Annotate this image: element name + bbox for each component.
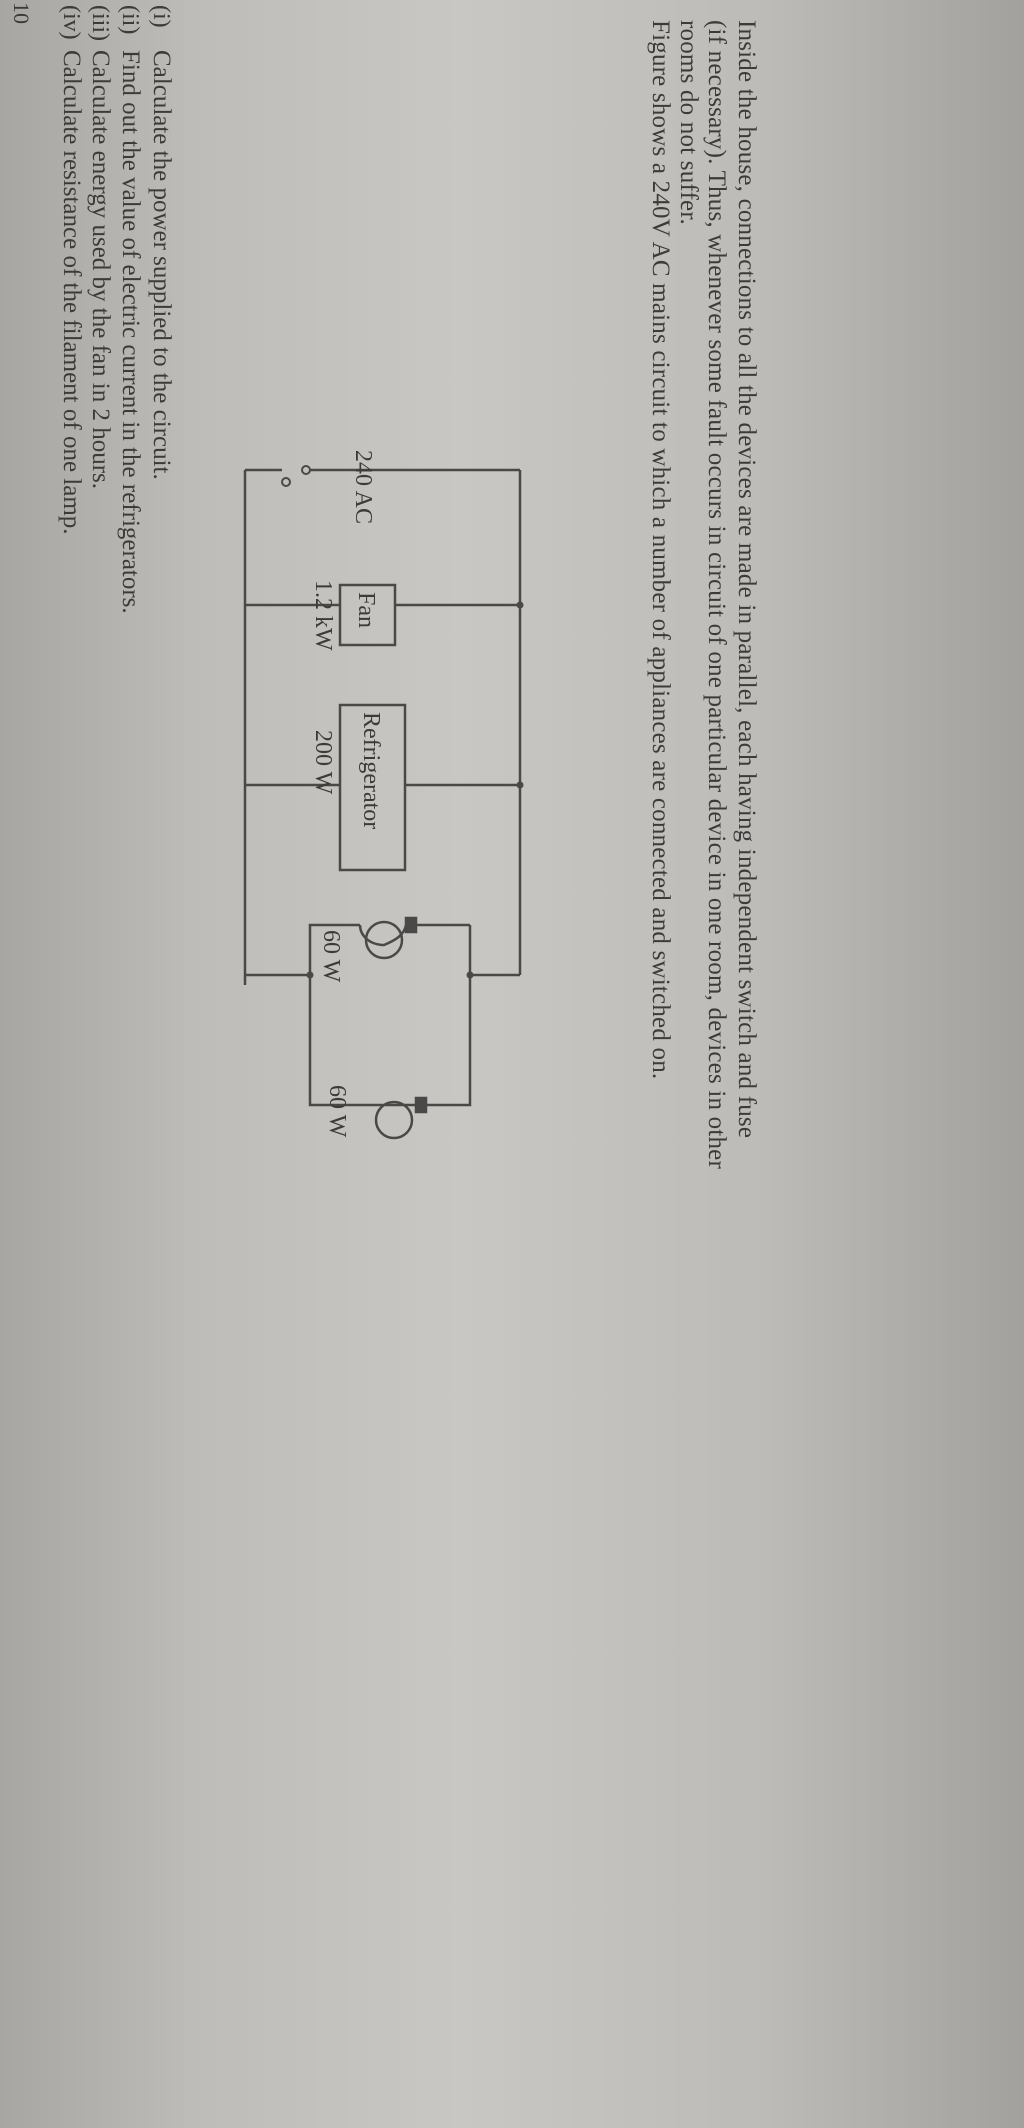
junction-dot	[516, 781, 524, 789]
junction-dot	[516, 601, 524, 609]
question-text: Calculate energy used by the fan in 2 ho…	[87, 50, 114, 490]
question-number: (i)	[148, 5, 174, 28]
lamp2-rating: 60 W	[324, 1085, 350, 1138]
lamp-icon	[358, 916, 418, 960]
refrigerator-box	[338, 703, 407, 872]
question-number: (ii)	[117, 5, 143, 35]
lamp-loop	[308, 923, 472, 1107]
question-number: (iv)	[58, 5, 84, 40]
junction-dot	[466, 971, 474, 979]
lamp-icon	[370, 1096, 428, 1140]
fan-rating: 1.2 kW	[310, 580, 336, 651]
refrigerator-label: Refrigerator	[358, 712, 384, 829]
junction-dot	[306, 971, 314, 979]
question-text: Calculate the power supplied to the circ…	[148, 50, 175, 480]
source-terminal	[281, 477, 291, 487]
question-number: (iii)	[87, 5, 113, 41]
refrigerator-rating: 200 W	[310, 730, 336, 795]
source-label: 240 AC	[350, 450, 376, 524]
question-text: Find out the value of electric current i…	[117, 50, 144, 614]
lamp1-rating: 60 W	[318, 930, 344, 983]
source-terminal	[301, 465, 311, 475]
question-text: Calculate resistance of the filament of …	[58, 50, 85, 535]
fan-label: Fan	[353, 592, 379, 628]
fan-box	[338, 583, 397, 647]
